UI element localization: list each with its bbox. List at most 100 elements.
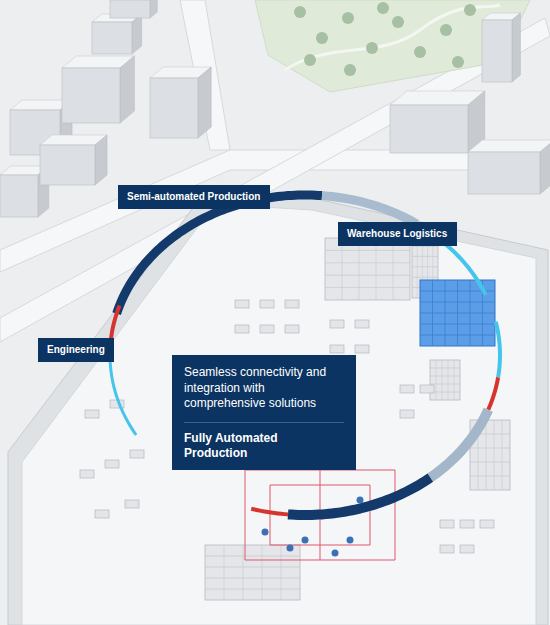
rack-post	[224, 545, 225, 600]
rack-post	[281, 545, 282, 600]
building-front	[482, 20, 512, 82]
ring-segment	[488, 377, 498, 409]
rack-shelf	[325, 262, 410, 263]
rack-shelf	[205, 567, 300, 568]
workstation	[480, 520, 494, 528]
building	[390, 91, 485, 153]
rack-post	[376, 238, 377, 300]
workstation	[260, 325, 274, 333]
rack-shelf	[412, 266, 438, 267]
tree	[294, 6, 306, 18]
workstation	[330, 320, 344, 328]
heading-text: Fully Automated Production	[184, 422, 344, 462]
building	[150, 67, 211, 138]
building-roof	[468, 140, 550, 152]
workstation	[355, 320, 369, 328]
robot	[287, 545, 294, 552]
info-box: Seamless connectivity and integration wi…	[172, 355, 356, 470]
automated-rack-post	[457, 280, 458, 346]
rack-post	[448, 360, 449, 400]
tree	[414, 46, 426, 58]
rack-frame	[430, 360, 460, 400]
label-box: Warehouse Logistics	[338, 222, 457, 246]
workstation	[460, 520, 474, 528]
rack-post	[486, 420, 487, 490]
workstation	[105, 460, 119, 468]
label-box: Engineering	[38, 338, 114, 362]
building	[468, 140, 550, 194]
tree	[440, 24, 452, 36]
rack-post	[262, 545, 263, 600]
park	[255, 0, 530, 92]
workstation	[235, 300, 249, 308]
factory-wall	[8, 192, 548, 625]
automated-rack-shelf	[420, 324, 495, 325]
storage-rack	[325, 238, 410, 300]
ring-segment	[117, 195, 322, 314]
ring-segment	[288, 478, 430, 515]
factory-floor	[22, 204, 536, 625]
building	[110, 0, 157, 18]
rack-post	[436, 360, 437, 400]
tree	[392, 16, 404, 28]
rack-post	[393, 238, 394, 300]
building-front	[62, 68, 120, 123]
rack-shelf	[325, 287, 410, 288]
rack-shelf	[325, 275, 410, 276]
rack-post	[243, 545, 244, 600]
rack-post	[442, 360, 443, 400]
tree	[344, 64, 356, 76]
workstation	[130, 450, 144, 458]
building-front	[92, 22, 132, 54]
workstation	[355, 345, 369, 353]
rack-shelf	[205, 589, 300, 590]
rack-post	[342, 238, 343, 300]
workstation	[440, 545, 454, 553]
label-text: Semi-automated Production	[127, 191, 261, 203]
workstation	[400, 385, 414, 393]
rack-shelf	[430, 368, 460, 369]
ring-segment	[110, 349, 136, 435]
robot	[332, 550, 339, 557]
rack-shelf	[470, 448, 510, 449]
robot	[262, 529, 269, 536]
rack-shelf	[205, 556, 300, 557]
rack-shelf	[205, 578, 300, 579]
workstation	[285, 300, 299, 308]
building	[92, 14, 142, 54]
workstation	[85, 410, 99, 418]
workstation	[420, 385, 434, 393]
rack-post	[359, 238, 360, 300]
building-front	[40, 145, 95, 185]
storage-rack	[430, 360, 460, 400]
building-side	[120, 56, 134, 123]
building-side	[95, 135, 107, 185]
storage-rack	[205, 545, 300, 600]
building-front	[150, 78, 198, 138]
tree	[452, 56, 464, 68]
automated-rack-shelf	[420, 335, 495, 336]
label-text: Seamless connectivity and integration wi…	[184, 365, 344, 412]
workstation	[125, 500, 139, 508]
workstation	[80, 470, 94, 478]
rack-shelf	[412, 256, 438, 257]
rack-shelf	[470, 462, 510, 463]
workstation	[260, 300, 274, 308]
label-box: Semi-automated Production	[118, 185, 270, 209]
building	[482, 13, 520, 82]
ring-segment	[496, 322, 500, 378]
ring-segment	[111, 306, 119, 339]
workstation	[285, 325, 299, 333]
tree	[342, 12, 354, 24]
workstation	[460, 545, 474, 553]
workstation	[400, 410, 414, 418]
rack-shelf	[430, 384, 460, 385]
automated-rack-post	[470, 280, 471, 346]
ring-segment	[251, 509, 288, 515]
building	[62, 56, 134, 123]
workstation	[330, 345, 344, 353]
workstation	[440, 520, 454, 528]
